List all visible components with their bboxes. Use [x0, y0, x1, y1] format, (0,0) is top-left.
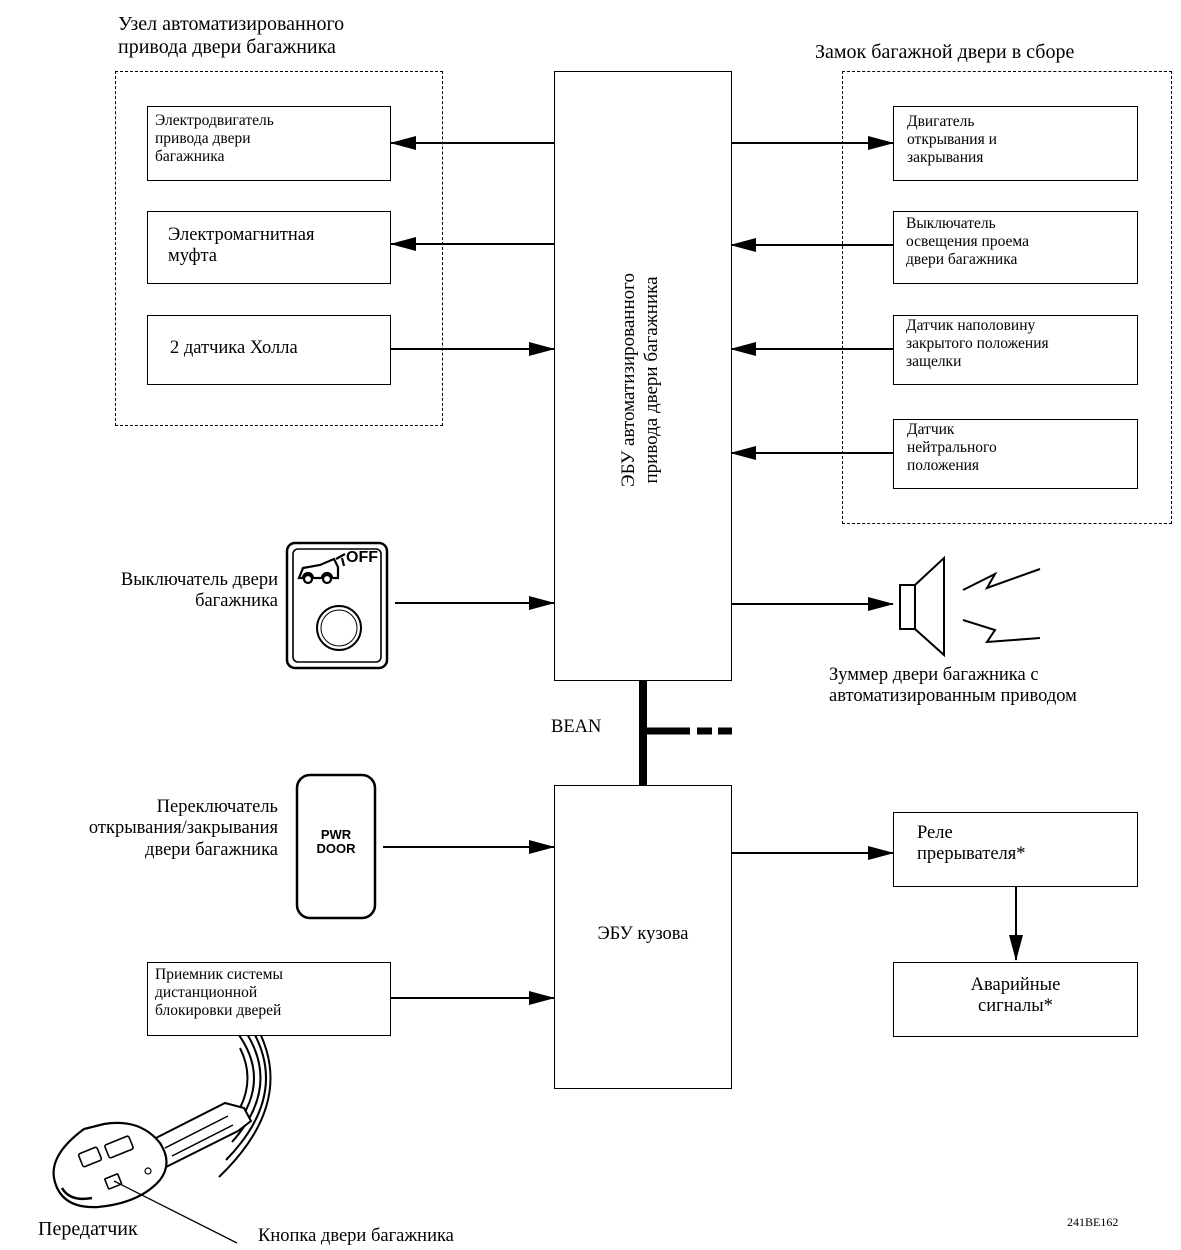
tailgate-lock-assembly-group: [842, 71, 1172, 524]
transmitter-label: Передатчик: [38, 1218, 138, 1240]
body-ecu-label: ЭБУ кузова: [597, 924, 689, 944]
lock-motor-label: Двигатель открывания и закрывания: [907, 113, 997, 166]
neutral-sensor-box: [893, 419, 1138, 489]
clutch-box: [147, 211, 391, 284]
sound-wave-icon: [962, 568, 1041, 644]
tailgate-lock-assembly-title: Замок багажной двери в сборе: [815, 41, 1075, 63]
relay-box: [893, 812, 1138, 887]
figure-code: 241BE162: [1067, 1215, 1119, 1229]
off-text: OFF: [346, 549, 378, 566]
courtesy-switch-label: Выключатель освещения проема двери багаж…: [906, 215, 1029, 268]
body-ecu-box: [554, 785, 732, 1089]
tailgate-switch-icon: [285, 541, 389, 670]
switch-button-icon: [316, 605, 362, 651]
motor-label: Электродвигатель привода двери багажника: [155, 112, 274, 165]
power-tailgate-ecu-label: ЭБУ автоматизированного привода двери ба…: [618, 273, 662, 487]
lock-motor-box: [893, 106, 1138, 181]
bean-bus-label: BEAN: [551, 717, 602, 737]
open-close-switch-label: Переключатель открывания/закрывания двер…: [88, 797, 278, 860]
courtesy-switch-box: [893, 211, 1138, 284]
hall-sensors-box: [147, 315, 391, 385]
tailgate-button-icon: [104, 1173, 123, 1190]
hazard-label: Аварийные сигналы*: [970, 975, 1061, 1017]
neutral-sensor-label: Датчик нейтрального положения: [907, 421, 997, 474]
tailgate-switch-label: Выключатель двери багажника: [120, 570, 278, 612]
remote-receiver-label: Приемник системы дистанционной блокировк…: [155, 966, 283, 1019]
relay-label: Реле прерывателя*: [917, 823, 1026, 865]
button-callout-line: [113, 1180, 238, 1244]
motor-box: [147, 106, 391, 181]
hall-sensors-label: 2 датчика Холла: [170, 338, 298, 358]
bean-bus: [639, 680, 732, 785]
tailgate-button-label: Кнопка двери багажника: [258, 1226, 454, 1246]
car-tailgate-icon: [297, 553, 346, 585]
buzzer-label: Зуммер двери багажника с автоматизирован…: [829, 665, 1077, 707]
tailgate-drive-assembly-title: Узел автоматизированного привода двери б…: [118, 13, 345, 58]
hazard-box: [893, 962, 1138, 1037]
clutch-label: Электромагнитная муфта: [168, 225, 315, 267]
remote-receiver-box: [147, 962, 391, 1036]
half-latch-sensor-label: Датчик наполовину закрытого положения за…: [906, 317, 1049, 370]
key-transmitter-icon: [52, 978, 272, 1244]
pwr-door-switch-icon: [295, 773, 377, 920]
buzzer-speaker-icon: [899, 555, 945, 658]
power-tailgate-ecu-box: [554, 71, 732, 681]
half-latch-sensor-box: [893, 315, 1138, 385]
tailgate-drive-assembly-group: [115, 71, 443, 426]
pwr-door-text: PWR DOOR: [316, 827, 356, 856]
